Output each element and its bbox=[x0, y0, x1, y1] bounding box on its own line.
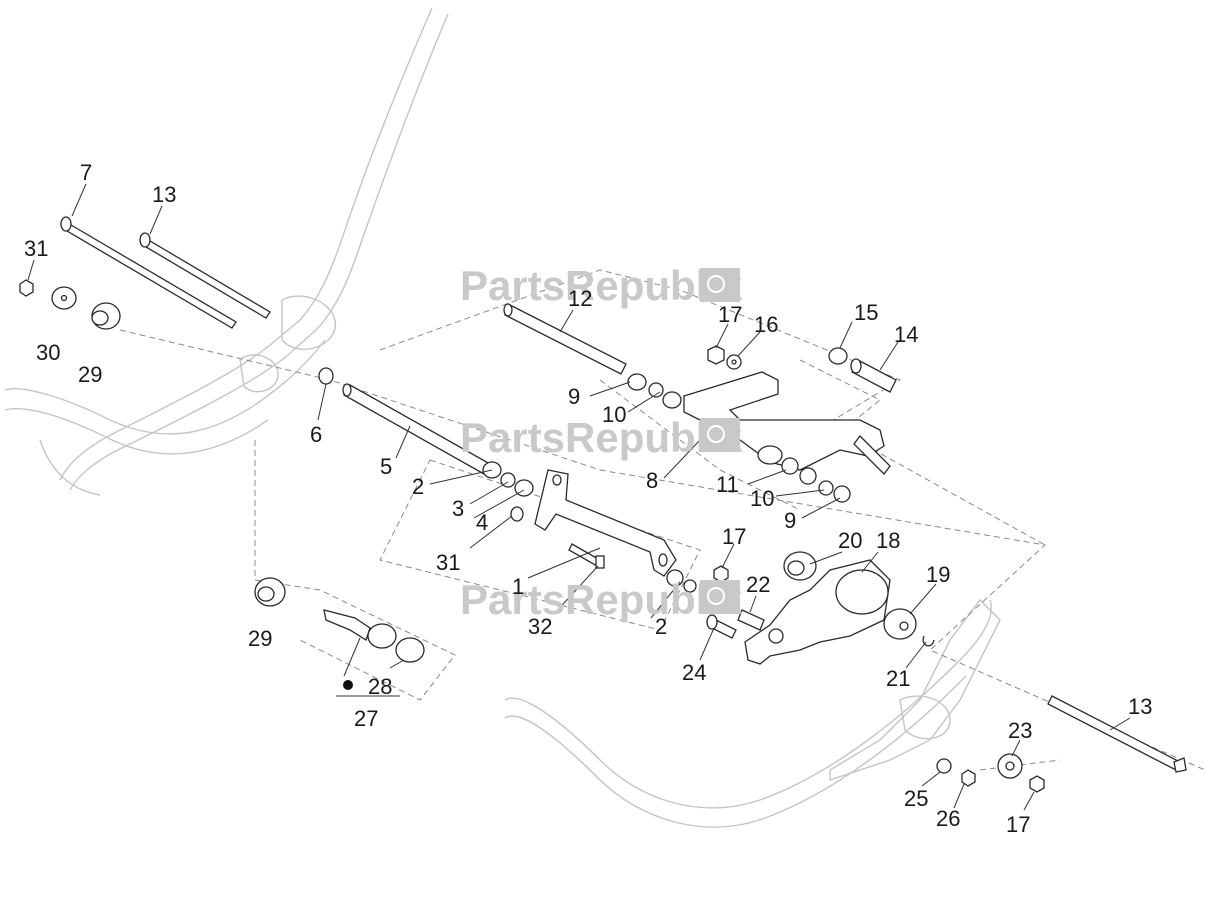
watermark-upper: PartsRepublik bbox=[460, 262, 743, 309]
part-long-bolt-13-lower bbox=[1047, 695, 1187, 773]
watermark-text: PartsRepublik bbox=[460, 414, 743, 461]
assembly-guide-lines bbox=[119, 269, 1205, 771]
callout-13: 13 bbox=[1128, 694, 1152, 719]
part-washer-25 bbox=[936, 758, 952, 774]
callout-10: 10 bbox=[750, 486, 774, 511]
callout-31: 31 bbox=[24, 236, 48, 261]
callout-32: 32 bbox=[528, 614, 552, 639]
callout-2: 2 bbox=[412, 474, 424, 499]
callout-17: 17 bbox=[722, 524, 746, 549]
part-bushings-9-10-upper bbox=[627, 373, 682, 409]
part-silent-block-28 bbox=[323, 609, 425, 663]
callout-22: 22 bbox=[746, 572, 770, 597]
callout-17: 17 bbox=[1006, 812, 1030, 837]
callout-17: 17 bbox=[718, 302, 742, 327]
callout-4: 4 bbox=[476, 510, 488, 535]
callout-2: 2 bbox=[655, 614, 667, 639]
callout-8: 8 bbox=[646, 468, 658, 493]
part-bushing-29-upper bbox=[91, 302, 121, 330]
part-bushings-2-lower bbox=[666, 569, 697, 593]
part-circlip-21 bbox=[922, 635, 935, 647]
part-bracket-1 bbox=[534, 469, 677, 577]
callout-29: 29 bbox=[78, 362, 102, 387]
part-nut-26 bbox=[961, 769, 976, 787]
part-pin-12 bbox=[503, 303, 627, 375]
callout-26: 26 bbox=[936, 806, 960, 831]
callout-31: 31 bbox=[436, 550, 460, 575]
callout-9: 9 bbox=[568, 384, 580, 409]
callout-12: 12 bbox=[568, 286, 592, 311]
watermark-lower: PartsRepublik bbox=[460, 576, 743, 623]
callout-25: 25 bbox=[904, 786, 928, 811]
gear-flag-icon bbox=[700, 580, 740, 614]
callout-10: 10 bbox=[602, 402, 626, 427]
part-nut-17-middle bbox=[713, 565, 729, 583]
callout-28: 28 bbox=[368, 674, 392, 699]
part-bushing-20 bbox=[783, 551, 817, 581]
callout-labels: 7 13 31 30 29 6 5 2 3 4 31 1 32 2 29 28 … bbox=[24, 160, 1152, 837]
callout-29: 29 bbox=[248, 626, 272, 651]
callout-23: 23 bbox=[1008, 718, 1032, 743]
scooter-frame-outline bbox=[4, 7, 1001, 828]
part-washer-19 bbox=[883, 608, 917, 640]
watermark-text: PartsRepublik bbox=[460, 262, 743, 309]
callout-30: 30 bbox=[36, 340, 60, 365]
watermark-text: PartsRepublik bbox=[460, 576, 743, 623]
callout-6: 6 bbox=[310, 422, 322, 447]
callout-20: 20 bbox=[838, 528, 862, 553]
part-pin-22 bbox=[737, 609, 765, 631]
callout-27: 27 bbox=[354, 706, 378, 731]
part-bushing-29-lower bbox=[254, 577, 286, 607]
callout-19: 19 bbox=[926, 562, 950, 587]
callout-18: 18 bbox=[876, 528, 900, 553]
part-long-bolt-7 bbox=[60, 216, 237, 329]
part-long-bolt-13-upper bbox=[139, 232, 271, 319]
callout-3: 3 bbox=[452, 496, 464, 521]
callout-24: 24 bbox=[682, 660, 706, 685]
callout-13: 13 bbox=[152, 182, 176, 207]
gear-flag-icon bbox=[700, 268, 740, 302]
callout-9: 9 bbox=[784, 508, 796, 533]
part-nut-17-lower bbox=[1029, 775, 1045, 793]
part-bolt-32 bbox=[568, 543, 605, 569]
part-washer-30 bbox=[51, 286, 77, 310]
part-nut-31-upper bbox=[19, 279, 34, 297]
callout-16: 16 bbox=[754, 312, 778, 337]
callout-15: 15 bbox=[854, 300, 878, 325]
callout-7: 7 bbox=[80, 160, 92, 185]
callout-1: 1 bbox=[512, 574, 524, 599]
part-washer-23 bbox=[997, 753, 1023, 779]
callout-21: 21 bbox=[886, 666, 910, 691]
watermark-middle: PartsRepublik bbox=[460, 414, 743, 461]
part-bolt-24 bbox=[706, 614, 737, 639]
leader-lines bbox=[27, 183, 1131, 811]
part-link-18 bbox=[744, 559, 891, 665]
part-spacer-6 bbox=[318, 367, 334, 385]
gear-flag-icon bbox=[700, 418, 740, 452]
marker-dot bbox=[343, 680, 353, 690]
part-tube-14 bbox=[850, 358, 897, 393]
callout-14: 14 bbox=[894, 322, 918, 347]
callout-11: 11 bbox=[716, 472, 739, 497]
part-nut-17-upper bbox=[707, 345, 725, 365]
part-bushings-11-10-9-lower bbox=[781, 457, 851, 503]
part-washer-16 bbox=[726, 354, 742, 370]
callout-5: 5 bbox=[380, 454, 392, 479]
part-spacer-15 bbox=[828, 347, 848, 365]
